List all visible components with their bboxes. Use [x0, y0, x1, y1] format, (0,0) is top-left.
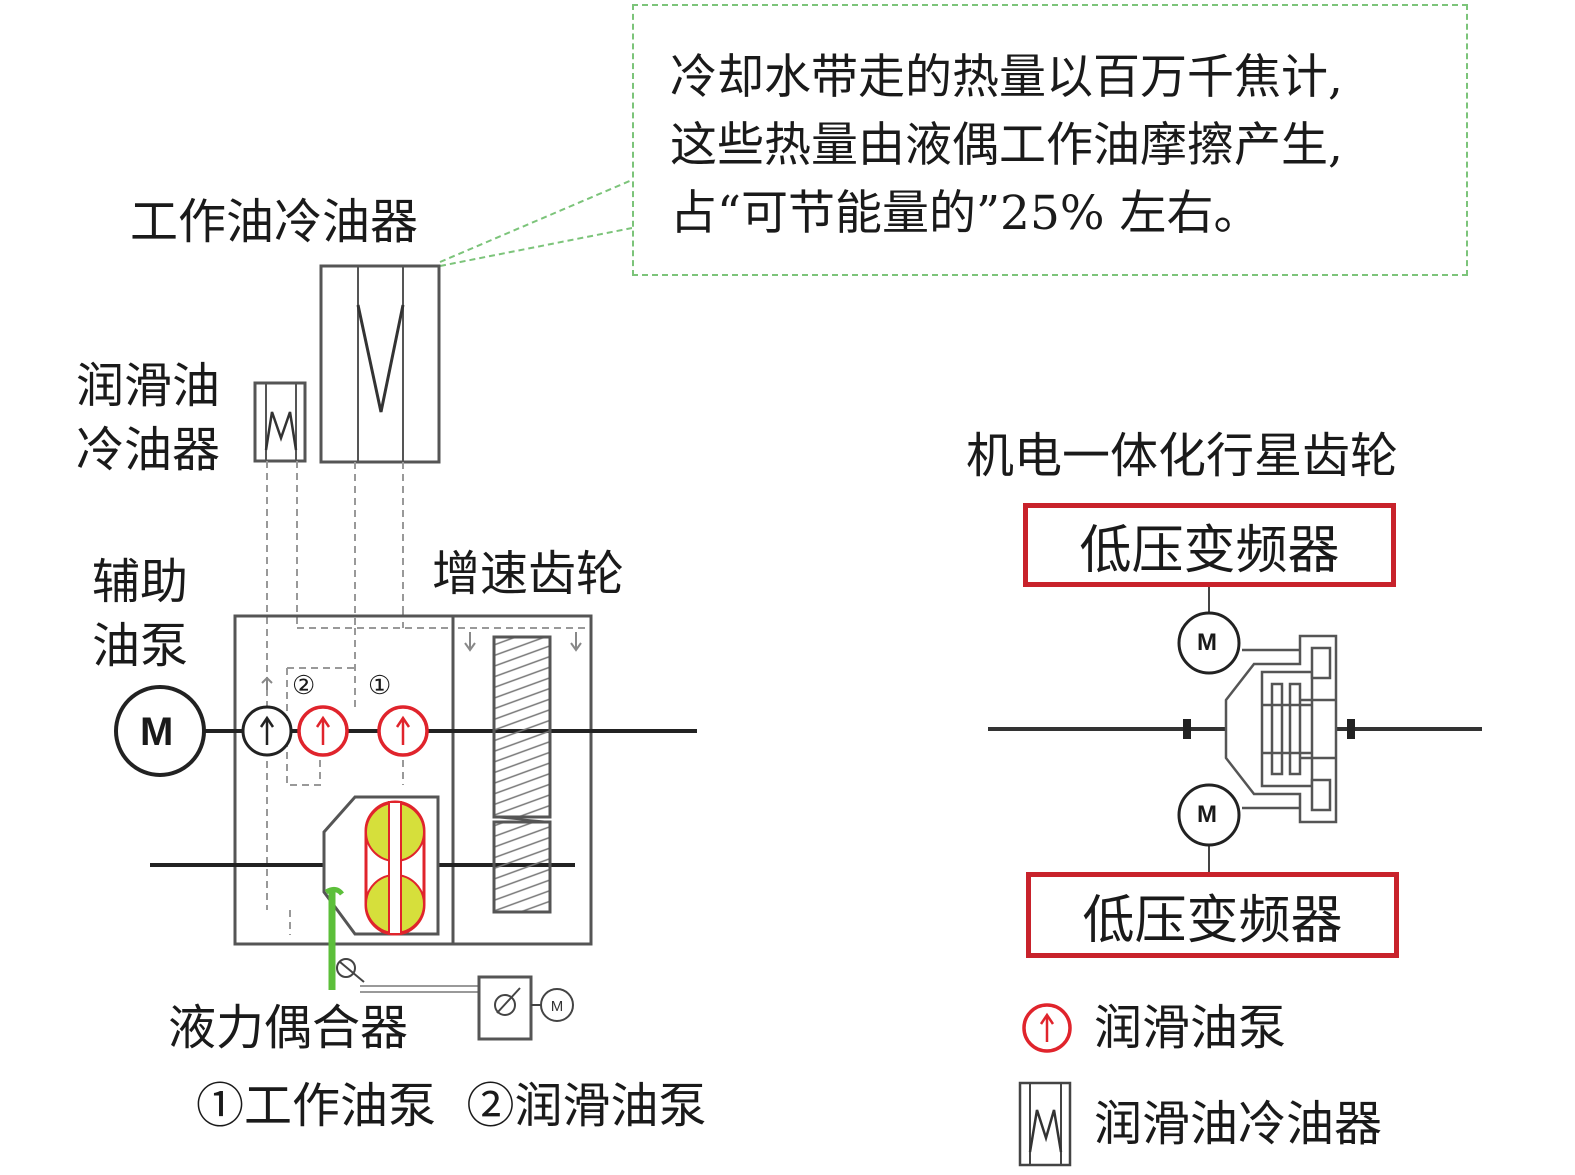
pump2-marker: ② — [292, 671, 316, 701]
lube-oil-cooler-label-1: 润滑油 — [76, 358, 221, 414]
shaft-couplings — [1183, 719, 1355, 739]
callout-line-1: 冷却水带走的热量以百万千焦计, — [670, 50, 1343, 105]
motor-bottom-symbol — [1177, 783, 1241, 847]
pump1-marker: ① — [368, 671, 392, 701]
working-oil-cooler-symbol — [319, 264, 441, 464]
working-oil-cooler-label: 工作油冷油器 — [130, 194, 419, 250]
pump-footnote: ①工作油泵 ②润滑油泵 — [196, 1078, 707, 1134]
motor-top-label: M — [1197, 629, 1217, 656]
fluid-coupling-symbol — [322, 795, 440, 936]
callout-line-2: 这些热量由液偶工作油摩擦产生, — [670, 118, 1343, 173]
planetary-gear-title: 机电一体化行星齿轮 — [966, 428, 1399, 484]
aux-pump-label-2: 油泵 — [92, 618, 189, 674]
legend-cooler-label: 润滑油冷油器 — [1094, 1096, 1383, 1152]
planetary-gear-housing — [1224, 634, 1338, 824]
inverter-bottom-box: 低压变频器 — [1026, 872, 1399, 958]
aux-pump-label-1: 辅助 — [92, 554, 189, 610]
working-oil-pump-symbol — [377, 705, 429, 757]
inverter-top-box: 低压变频器 — [1023, 503, 1396, 587]
inverter-bottom-label: 低压变频器 — [1082, 890, 1343, 951]
legend-pump-icon — [1022, 1003, 1072, 1053]
aux-pump-symbol — [241, 705, 293, 757]
speed-gear-label: 增速齿轮 — [432, 546, 625, 602]
aux-motor-label: M — [140, 710, 174, 754]
callout-pointer — [439, 179, 633, 267]
legend-pump-label: 润滑油泵 — [1094, 1000, 1287, 1056]
svg-text:M: M — [551, 998, 564, 1015]
lube-oil-cooler-symbol — [253, 381, 307, 463]
scoop-actuator: M — [324, 886, 574, 1041]
oil-spray-arrows — [261, 632, 582, 690]
inverter-top-label: 低压变频器 — [1079, 520, 1340, 581]
legend-cooler-icon — [1018, 1081, 1072, 1167]
motor-top-symbol — [1177, 611, 1241, 675]
lube-oil-cooler-label-2: 冷油器 — [76, 422, 221, 478]
aux-motor-symbol — [114, 685, 206, 777]
callout-line-3: 占“可节能量的”25% 左右。 — [670, 186, 1261, 241]
lube-oil-pump-symbol — [297, 705, 349, 757]
motor-bottom-label: M — [1197, 801, 1217, 828]
speed-up-gear — [492, 635, 552, 914]
oil-piping — [266, 461, 590, 935]
heat-callout: 冷却水带走的热量以百万千焦计, 这些热量由液偶工作油摩擦产生, 占“可节能量的”… — [632, 4, 1468, 276]
fluid-coupling-label: 液力偶合器 — [168, 1000, 409, 1056]
gearbox-housing — [233, 614, 593, 946]
